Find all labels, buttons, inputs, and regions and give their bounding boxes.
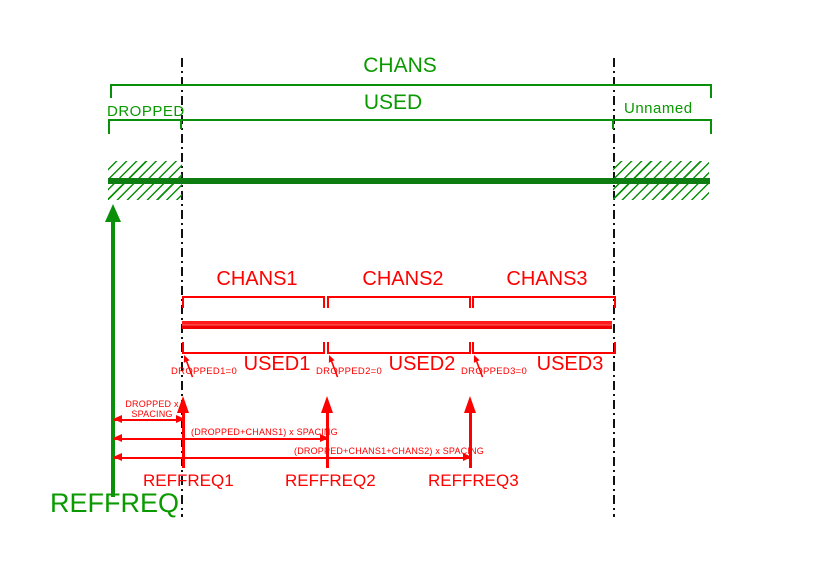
- dropped-label: DROPPED: [107, 103, 185, 120]
- dropped2-label: DROPPED2=0: [316, 366, 383, 377]
- dropped3-pointer-arrow-icon: [473, 355, 484, 378]
- unnamed-label: Unnamed: [624, 100, 693, 117]
- spacing1-measure-line: [114, 418, 184, 421]
- reffreq1-arrow-shaft: [182, 411, 185, 468]
- used-row-tick-left: [180, 120, 182, 129]
- reffreq1-arrow: [177, 396, 190, 468]
- spacing3-label: (DROPPED+CHANS1+CHANS2) x SPACING: [294, 446, 484, 456]
- spacing2-measure-line: [114, 437, 328, 440]
- subband-spectrum-line: [182, 321, 612, 329]
- dropped2-pointer-arrow-icon: [328, 355, 339, 378]
- spacing1-label: DROPPED x SPACING: [116, 399, 188, 419]
- used1-bracket: [182, 342, 325, 354]
- chans-bracket: [110, 84, 712, 98]
- boundary-dash-line-right: [613, 58, 615, 517]
- reffreq-arrow-head: [105, 204, 121, 222]
- spacing1-label-line1: DROPPED x: [125, 399, 179, 409]
- full-spectrum-line: [108, 178, 710, 184]
- spacing3-arrowhead-right: [463, 453, 472, 461]
- spacing1-arrowhead-right: [176, 415, 185, 423]
- used-label: USED: [363, 91, 423, 114]
- chans3-bracket: [472, 296, 616, 308]
- used3-label: USED3: [536, 353, 604, 375]
- chans3-label: CHANS3: [506, 268, 588, 290]
- used2-bracket: [327, 342, 471, 354]
- used2-label: USED2: [388, 353, 456, 375]
- reffreq3-arrow-shaft: [469, 411, 472, 468]
- reffreq-main-label: REFFREQ: [50, 488, 180, 518]
- spacing3-measure-arrow: [113, 453, 472, 462]
- chans1-label: CHANS1: [216, 268, 298, 290]
- chans2-label: CHANS2: [362, 268, 444, 290]
- reffreq2-label: REFFREQ2: [285, 471, 376, 490]
- reffreq-arrow: [105, 204, 121, 497]
- spacing1-arrowhead-left: [113, 415, 122, 423]
- reffreq3-arrow-head: [464, 396, 476, 413]
- reffreq1-label: REFFREQ1: [143, 471, 234, 490]
- dropped1-pointer-arrow-icon: [183, 355, 194, 378]
- spacing1-label-line2: SPACING: [131, 409, 173, 419]
- used3-bracket: [472, 342, 616, 354]
- boundary-dash-line-left: [181, 58, 183, 517]
- reffreq1-arrow-head: [177, 396, 189, 413]
- chans-label: CHANS: [363, 54, 437, 77]
- spacing3-arrowhead-left: [113, 453, 122, 461]
- chans2-bracket: [327, 296, 471, 308]
- spacing2-arrowhead-right: [320, 434, 329, 442]
- reffreq3-label: REFFREQ3: [428, 471, 519, 490]
- reffreq-arrow-shaft: [111, 220, 115, 497]
- dropped1-label: DROPPED1=0: [171, 366, 238, 377]
- used-row-bracket: [108, 119, 712, 134]
- reffreq3-arrow: [464, 396, 477, 468]
- used-row-tick-right: [612, 120, 614, 129]
- spacing2-measure-arrow: [113, 434, 329, 443]
- spacing1-measure-arrow: [113, 415, 185, 424]
- chans1-bracket: [182, 296, 325, 308]
- dropped3-label: DROPPED3=0: [461, 366, 528, 377]
- reffreq2-arrow-head: [321, 396, 333, 413]
- spacing2-arrowhead-left: [113, 434, 122, 442]
- used1-label: USED1: [243, 353, 311, 375]
- spacing2-label: (DROPPED+CHANS1) x SPACING: [191, 427, 338, 437]
- spacing3-measure-line: [114, 456, 471, 459]
